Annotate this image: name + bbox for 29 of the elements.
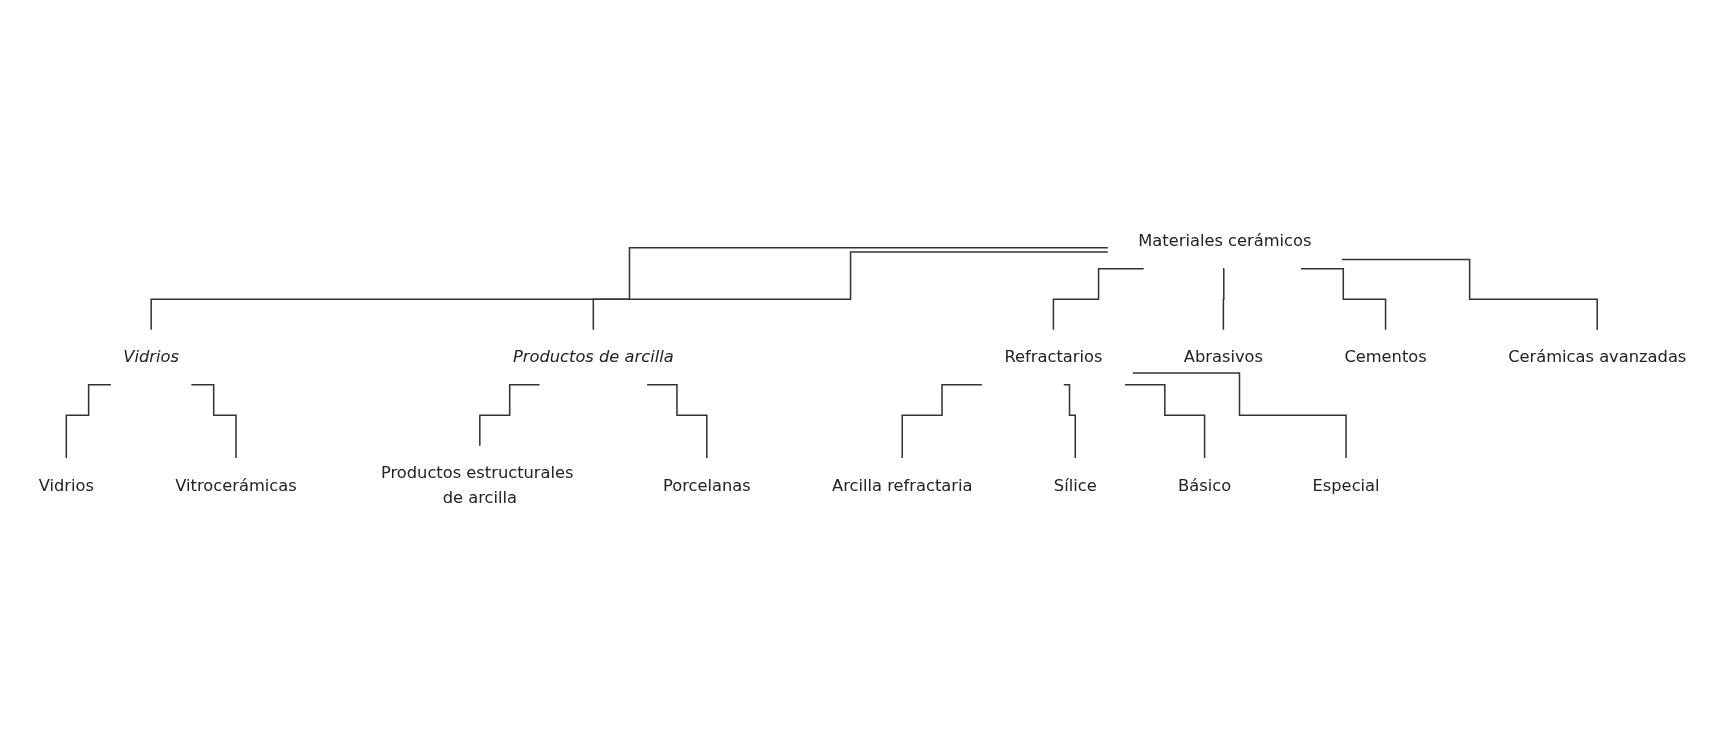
connector — [479, 384, 541, 447]
connector — [1341, 258, 1598, 331]
connector — [1300, 268, 1387, 331]
connector — [190, 384, 237, 459]
connector — [646, 384, 708, 459]
node-text: Productos estructurales de arcilla — [380, 463, 574, 507]
node-text: Porcelanas — [662, 475, 751, 495]
connector — [901, 384, 983, 459]
connector — [592, 251, 1109, 331]
node-text: Básico — [1178, 475, 1232, 495]
node-text: Vidrios — [38, 475, 94, 495]
node-text: Especial — [1312, 475, 1380, 495]
node-text: Productos de arcilla — [512, 347, 674, 367]
connector — [1132, 372, 1347, 459]
node-text: Cementos — [1344, 347, 1427, 367]
node-text: Cerámicas avanzadas — [1508, 347, 1687, 367]
connector — [1063, 384, 1077, 459]
node-text: Sílice — [1053, 475, 1097, 495]
node-text: Materiales cerámicos — [1138, 231, 1312, 251]
connector — [150, 246, 1109, 331]
connector — [1052, 268, 1145, 331]
node-text: Vitrocerámicas — [175, 475, 297, 495]
node-text: Abrasivos — [1183, 347, 1263, 367]
node-text: Refractarios — [1004, 347, 1103, 367]
node-text: Vidrios — [123, 347, 179, 367]
node-text: Arcilla refractaria — [832, 475, 973, 495]
connector — [1124, 384, 1206, 459]
connector — [65, 384, 112, 459]
connector — [1222, 268, 1225, 331]
